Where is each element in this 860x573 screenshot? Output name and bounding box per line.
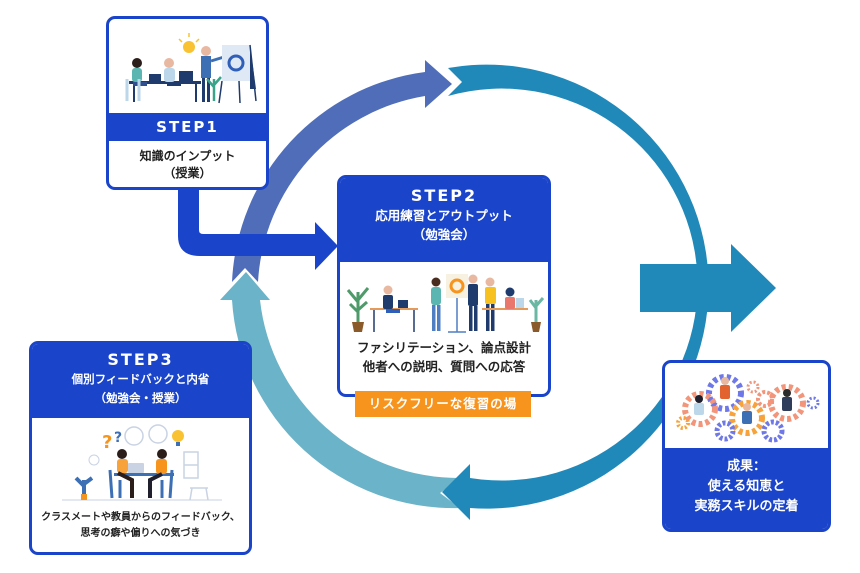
classroom-lecture-illustration xyxy=(109,19,266,113)
arc-arrow-right xyxy=(442,64,709,520)
svg-text:?: ? xyxy=(114,430,122,446)
step3-card: STEP3 個別フィードバックと内省 （勉強会・授業） ? ? xyxy=(29,341,252,555)
team-gears-illustration xyxy=(665,363,828,448)
one-on-one-feedback-illustration: ? ? xyxy=(32,418,249,506)
result-line3: 実務スキルの定着 xyxy=(694,499,799,514)
step2-subtitle: 応用練習とアウトプット xyxy=(375,208,513,223)
step1-description: 知識のインプット xyxy=(139,149,236,163)
step2-activities-line1: ファシリテーション、論点設計 xyxy=(356,340,531,355)
connector-arrow-step1-to-step2 xyxy=(178,188,338,270)
result-card: 成果： 使える知恵と 実務スキルの定着 xyxy=(662,360,831,532)
result-label: 成果： xyxy=(726,459,766,474)
step2-activities-line2: 他者への説明、質問への応答 xyxy=(362,359,526,374)
arc-arrow-left xyxy=(220,272,460,509)
step3-subtitle: 個別フィードバックと内省 xyxy=(71,372,210,386)
step2-session-type: （勉強会） xyxy=(412,227,476,242)
svg-text:?: ? xyxy=(102,432,112,453)
step3-session-type: （勉強会・授業） xyxy=(94,391,187,405)
step2-card: STEP2 応用練習とアウトプット （勉強会） xyxy=(337,175,551,397)
step1-card: STEP1 知識のインプット （授業） xyxy=(106,16,269,190)
step1-session-type: （授業） xyxy=(163,166,212,180)
step3-title: STEP3 xyxy=(107,350,174,369)
step2-title: STEP2 xyxy=(410,186,478,205)
result-line2: 使える知恵と xyxy=(707,479,786,494)
arc-arrow-top xyxy=(232,60,452,282)
office-workshop-illustration xyxy=(340,262,548,338)
step3-feedback-line2: 思考の癖や偏りへの気づき xyxy=(80,528,201,539)
risk-free-badge: リスクフリーな復習の場 xyxy=(355,391,531,417)
step3-feedback-line1: クラスメートや教員からのフィードバック、 xyxy=(41,512,240,523)
step1-title: STEP1 xyxy=(109,113,266,141)
